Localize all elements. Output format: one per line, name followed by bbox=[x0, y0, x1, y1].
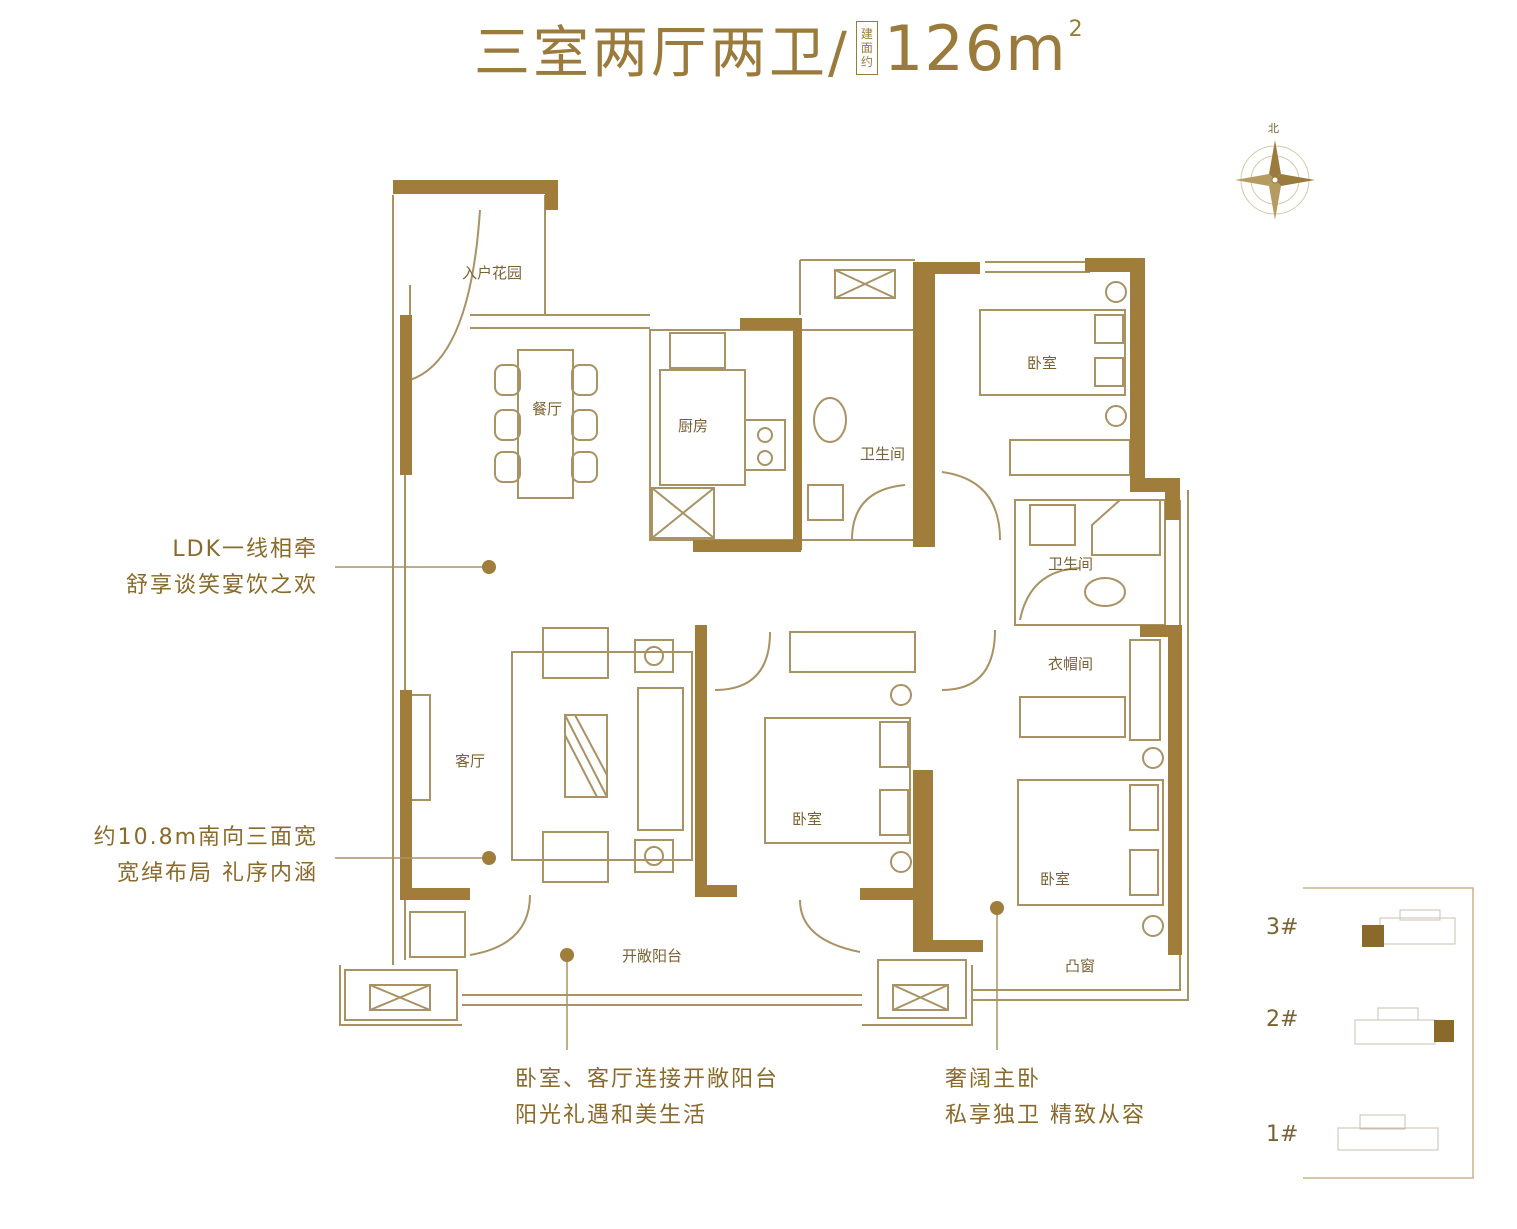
callout-south-frontage: 约10.8m南向三面宽 宽绰布局 礼序内涵 bbox=[93, 825, 318, 886]
area-value: 126m2 bbox=[883, 11, 1084, 85]
callout-balcony: 卧室、客厅连接开敞阳台 阳光礼遇和美生活 bbox=[515, 1067, 780, 1128]
room-entry-garden: 入户花园 bbox=[462, 264, 523, 282]
building-key-map bbox=[1303, 887, 1474, 1179]
room-bedroom-master: 卧室 bbox=[1040, 870, 1071, 888]
building-label-1: 1# bbox=[1266, 1122, 1299, 1147]
plan-title: 三室两厅两卫/ 建 面 约 126m2 bbox=[474, 8, 1084, 88]
room-kitchen: 厨房 bbox=[678, 417, 709, 435]
room-bath-1: 卫生间 bbox=[860, 445, 906, 463]
north-label: 北 bbox=[1268, 122, 1279, 135]
building-label-3: 3# bbox=[1266, 915, 1299, 940]
room-cloakroom: 衣帽间 bbox=[1048, 655, 1094, 673]
layout-title: 三室两厅两卫/ bbox=[474, 20, 850, 86]
compass-icon bbox=[1235, 140, 1315, 220]
room-dining: 餐厅 bbox=[532, 400, 563, 418]
room-bedroom-ne: 卧室 bbox=[1027, 354, 1058, 372]
callout-master-bedroom: 奢阔主卧 私享独卫 精致从容 bbox=[945, 1067, 1146, 1128]
room-balcony: 开敞阳台 bbox=[622, 947, 683, 965]
area-badge: 建 面 约 bbox=[855, 21, 878, 75]
room-bay-window: 凸窗 bbox=[1065, 957, 1096, 975]
room-bedroom-mid: 卧室 bbox=[792, 810, 823, 828]
room-bath-2: 卫生间 bbox=[1048, 555, 1094, 573]
room-living: 客厅 bbox=[455, 752, 486, 770]
building-label-2: 2# bbox=[1266, 1007, 1299, 1032]
callout-ldk: LDK一线相牵 舒享谈笑宴饮之欢 bbox=[125, 537, 318, 598]
